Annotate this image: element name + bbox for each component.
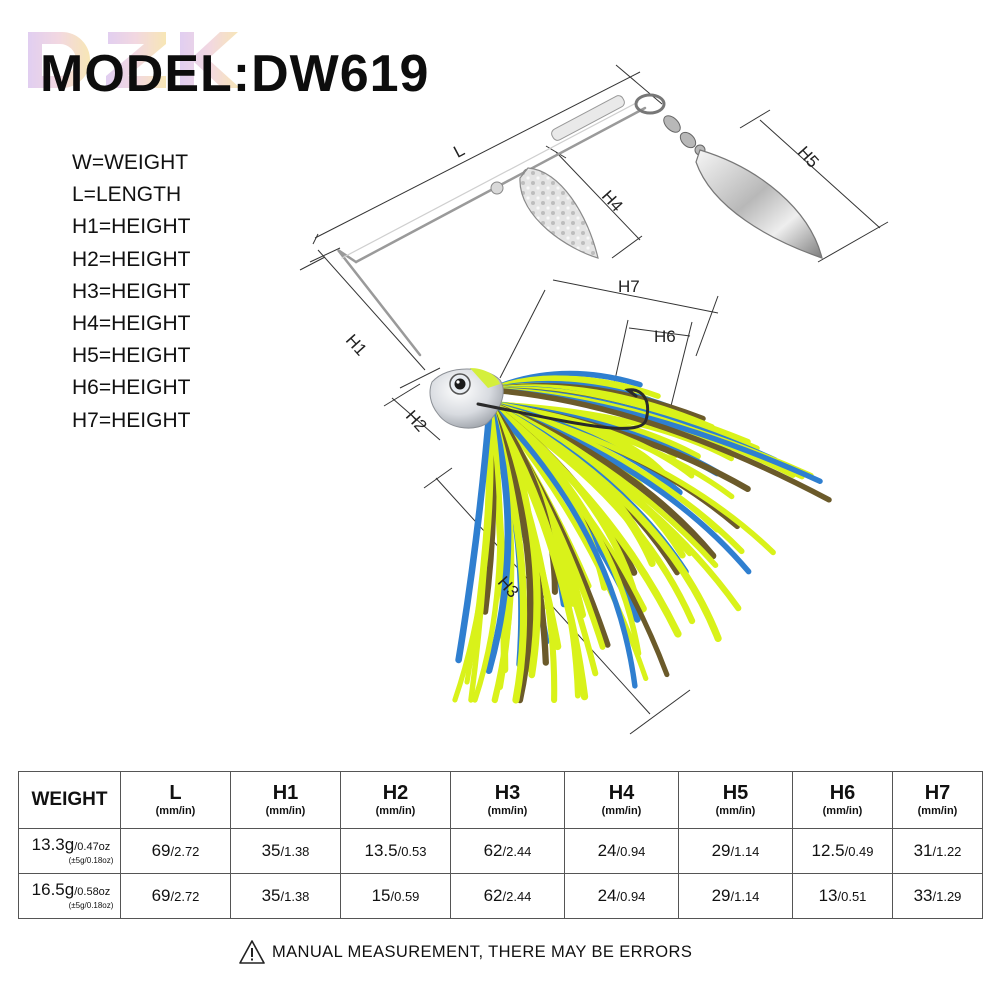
skirt-strand xyxy=(487,387,832,503)
label-H4: H4 xyxy=(598,187,627,216)
legend-item-length: L=LENGTH xyxy=(72,183,182,207)
cell-h1: 35/1.38 xyxy=(230,873,341,919)
legend-item-h5: H5=HEIGHT xyxy=(72,344,191,368)
header-h1: H1(mm/in) xyxy=(230,771,341,829)
skirt-strand xyxy=(452,401,494,703)
table-header-row: WEIGHT L(mm/in) H1(mm/in) H2(mm/in) H3(m… xyxy=(18,771,983,829)
label-L: L xyxy=(450,140,467,161)
cell-l: 69/2.72 xyxy=(120,828,231,874)
cell-h6: 13/0.51 xyxy=(792,873,893,919)
cell-h6: 12.5/0.49 xyxy=(792,828,893,874)
header-h7: H7(mm/in) xyxy=(892,771,983,829)
cell-h5: 29/1.14 xyxy=(678,873,793,919)
lure-dimension-diagram: L H4 H5 H1 H2 H7 H6 H3 xyxy=(299,64,889,735)
legend-item-h2: H2=HEIGHT xyxy=(72,247,191,271)
dimension-lines xyxy=(299,64,889,735)
header-h5: H5(mm/in) xyxy=(678,771,793,829)
skirt-strand xyxy=(486,400,696,625)
legend-item-h1: H1=HEIGHT xyxy=(72,215,191,239)
skirt-strand xyxy=(485,400,512,674)
cell-h3: 62/2.44 xyxy=(450,873,565,919)
header-weight: WEIGHT xyxy=(18,771,121,829)
skirt-strand xyxy=(487,401,649,682)
warning-triangle-icon xyxy=(239,940,265,964)
swivel-ring xyxy=(634,93,666,115)
label-H7: H7 xyxy=(618,277,640,296)
legend-item-h4: H4=HEIGHT xyxy=(72,312,191,336)
header-h2: H2(mm/in) xyxy=(340,771,451,829)
measurement-disclaimer: MANUAL MEASUREMENT, THERE MAY BE ERRORS xyxy=(238,938,692,966)
cell-h5: 29/1.14 xyxy=(678,828,793,874)
cell-h2: 15/0.59 xyxy=(340,873,451,919)
header-h3: H3(mm/in) xyxy=(450,771,565,829)
header-h4: H4(mm/in) xyxy=(564,771,679,829)
cell-h7: 33/1.29 xyxy=(892,873,983,919)
brand-logo-watermark xyxy=(28,32,240,88)
weight-cell: 16.5g/0.58oz (±5g/0.18oz) xyxy=(18,873,121,919)
table-row: 16.5g/0.58oz (±5g/0.18oz) 69/2.72 35/1.3… xyxy=(18,873,983,919)
model-title: MODEL:DW619 xyxy=(40,45,430,103)
dimension-legend: W=WEIGHT L=LENGTH H1=HEIGHT H2=HEIGHT H3… xyxy=(72,147,190,437)
legend-item-h6: H6=HEIGHT xyxy=(72,376,191,400)
header-l: L(mm/in) xyxy=(120,771,231,829)
label-H5: H5 xyxy=(794,143,823,172)
cell-h2: 13.5/0.53 xyxy=(340,828,451,874)
cell-h4: 24/0.94 xyxy=(564,873,679,919)
swivel xyxy=(663,115,706,156)
disclaimer-text: MANUAL MEASUREMENT, THERE MAY BE ERRORS xyxy=(272,942,693,961)
silicone-skirt xyxy=(452,370,832,704)
legend-item-h3: H3=HEIGHT xyxy=(72,279,191,303)
cell-h4: 24/0.94 xyxy=(564,828,679,874)
spec-table: WEIGHT L(mm/in) H1(mm/in) H2(mm/in) H3(m… xyxy=(18,771,983,919)
skirt-strand xyxy=(487,401,638,689)
legend-item-h7: H7=HEIGHT xyxy=(72,408,191,432)
hook xyxy=(476,388,649,430)
label-H1: H1 xyxy=(342,331,371,360)
willow-leaf-blade xyxy=(695,149,823,259)
arm-tube xyxy=(551,95,625,141)
header-h6: H6(mm/in) xyxy=(792,771,893,829)
wire-arm xyxy=(337,101,647,357)
cell-h1: 35/1.38 xyxy=(230,828,341,874)
skirt-strand xyxy=(487,401,642,657)
skirt-strand xyxy=(472,401,503,703)
legend-item-weight: W=WEIGHT xyxy=(72,151,189,174)
arm-bead xyxy=(490,181,504,195)
cell-h7: 31/1.22 xyxy=(892,828,983,874)
cell-h3: 62/2.44 xyxy=(450,828,565,874)
skirt-strand xyxy=(455,400,494,664)
hammered-colorado-blade xyxy=(519,167,599,259)
label-H6: H6 xyxy=(654,327,676,346)
weight-cell: 13.3g/0.47oz (±5g/0.18oz) xyxy=(18,828,121,874)
cell-l: 69/2.72 xyxy=(120,873,231,919)
table-row: 13.3g/0.47oz (±5g/0.18oz) 69/2.72 35/1.3… xyxy=(18,828,983,874)
